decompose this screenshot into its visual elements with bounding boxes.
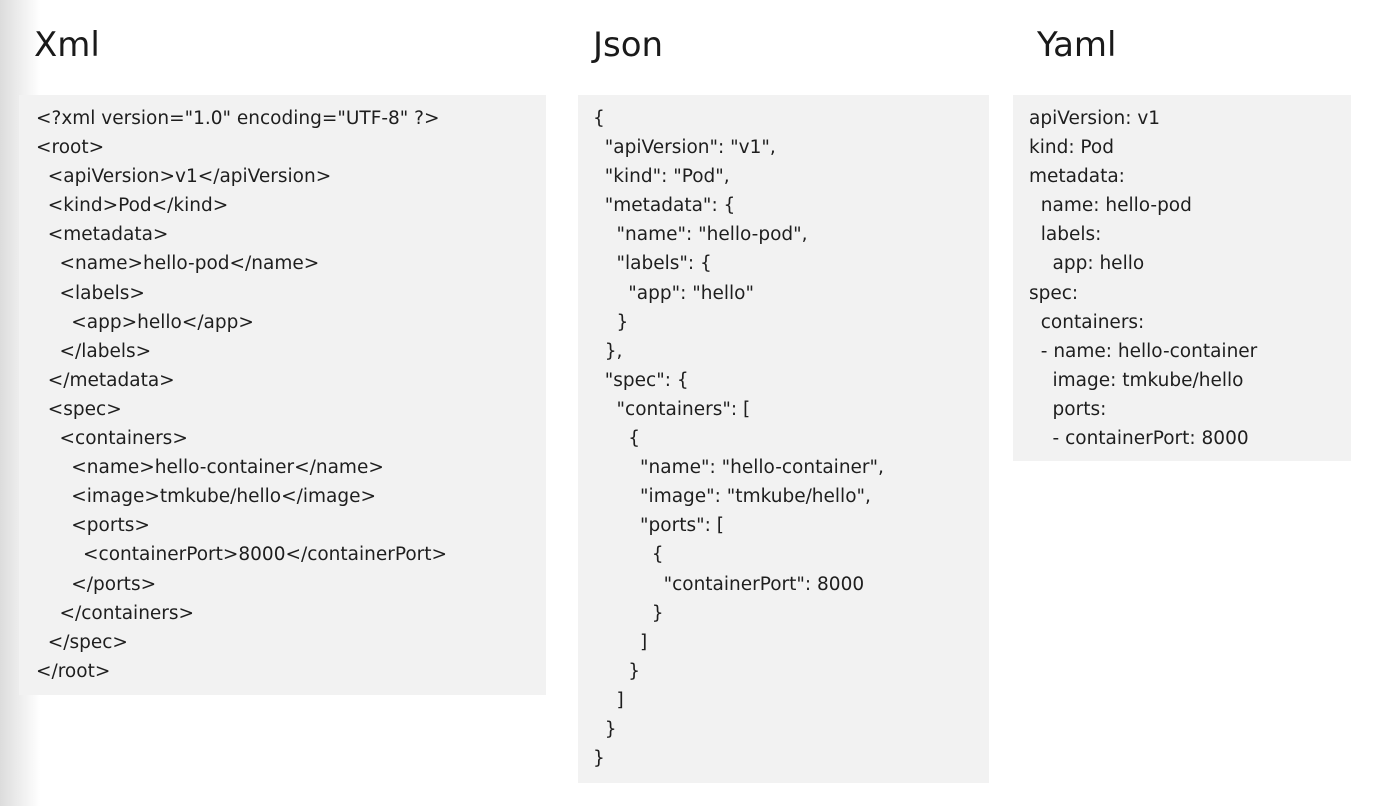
json-heading: Json [593,25,664,65]
json-code-block: { "apiVersion": "v1", "kind": "Pod", "me… [593,108,884,770]
yaml-code-panel: apiVersion: v1 kind: Pod metadata: name:… [1013,95,1351,461]
yaml-code-block: apiVersion: v1 kind: Pod metadata: name:… [1029,108,1258,450]
xml-code-panel: <?xml version="1.0" encoding="UTF-8" ?> … [19,95,546,695]
json-code-panel: { "apiVersion": "v1", "kind": "Pod", "me… [578,95,989,783]
yaml-heading: Yaml [1037,25,1117,65]
xml-code-block: <?xml version="1.0" encoding="UTF-8" ?> … [36,108,448,682]
xml-heading: Xml [34,25,100,65]
